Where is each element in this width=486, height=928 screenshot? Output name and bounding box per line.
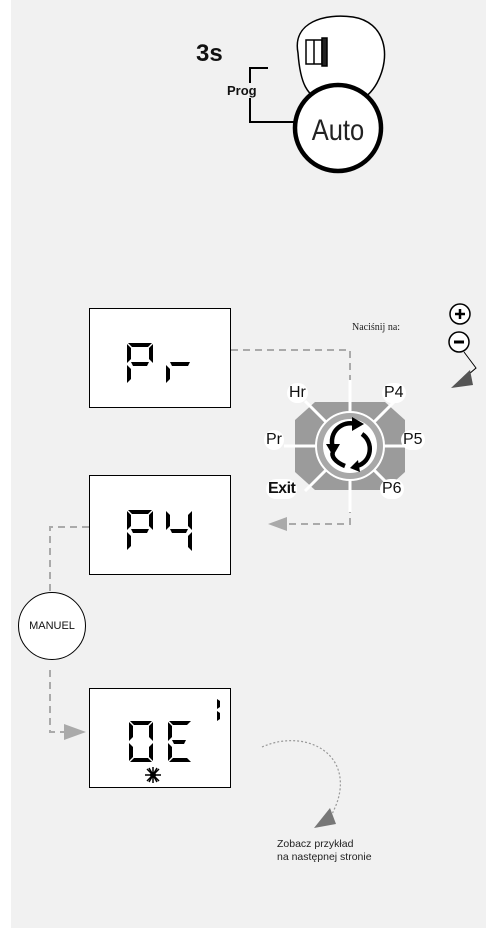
arrow-to-de bbox=[64, 724, 86, 740]
prog-label: Prog bbox=[225, 83, 259, 98]
wheel-label-p5[interactable]: P5 bbox=[401, 430, 425, 450]
dash-p4-to-manuel bbox=[49, 526, 89, 610]
wheel-label-pr[interactable]: Pr bbox=[264, 430, 284, 450]
note-text: Zobacz przykład na następnej stronie bbox=[277, 838, 372, 864]
lcd-display-pr: Pr bbox=[89, 308, 231, 408]
press-instruction: Naciśnij na: bbox=[352, 322, 401, 333]
press-pointer bbox=[451, 351, 477, 388]
window-icon bbox=[305, 37, 328, 67]
lcd-de-segments bbox=[129, 699, 220, 783]
lcd-p4-segments bbox=[127, 510, 192, 551]
note-line-1: Zobacz przykład bbox=[277, 838, 354, 850]
dotted-curve bbox=[261, 740, 341, 821]
curve-arrowhead bbox=[314, 808, 336, 828]
wheel-label-hr[interactable]: Hr bbox=[287, 383, 308, 403]
program-wheel[interactable] bbox=[284, 380, 416, 512]
wheel-label-p4[interactable]: P4 bbox=[382, 383, 406, 403]
lcd-pr-segments bbox=[127, 343, 190, 383]
wheel-label-p6[interactable]: P6 bbox=[380, 479, 404, 499]
manuel-label: MANUEL bbox=[29, 620, 75, 632]
auto-button[interactable]: Auto bbox=[292, 82, 384, 174]
arrow-to-p4 bbox=[268, 517, 287, 531]
note-line-2: na następnej stronie bbox=[277, 851, 372, 863]
wheel-label-exit[interactable]: Exit bbox=[266, 479, 298, 499]
hold-time-label: 3s bbox=[196, 40, 223, 67]
lcd-display-p4: P4 bbox=[89, 475, 231, 575]
minus-button[interactable] bbox=[448, 331, 470, 353]
manuel-button[interactable]: MANUEL bbox=[18, 592, 86, 660]
dash-manuel-to-de bbox=[49, 670, 66, 733]
auto-label: Auto bbox=[312, 113, 364, 146]
dash-pr-to-wheel bbox=[231, 349, 351, 400]
plus-button[interactable] bbox=[449, 303, 471, 325]
lcd-display-de: DE 1 bbox=[89, 688, 231, 788]
